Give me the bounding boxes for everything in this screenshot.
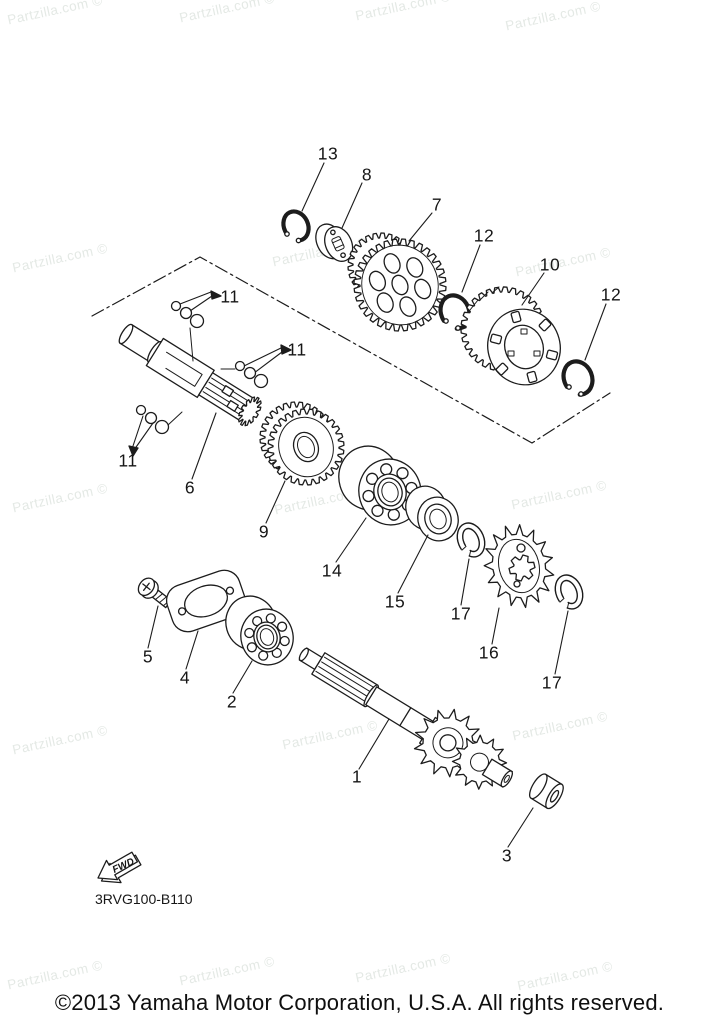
centerline [91, 256, 611, 444]
bearing-ball [380, 463, 393, 476]
part-code: 3RVG100-B110 [95, 891, 193, 907]
bearing-ball [387, 508, 400, 521]
callout-12: 12 [600, 284, 622, 305]
part-9-gear [259, 401, 345, 486]
bearing-ball [246, 642, 258, 653]
bearing-ball [396, 467, 409, 480]
bearing-ball [276, 621, 288, 632]
part-1-main-axle [298, 647, 514, 790]
callout-8: 8 [361, 164, 373, 185]
callout-9: 9 [258, 521, 270, 542]
callout-1: 1 [351, 766, 363, 787]
fwd-arrow: FWD [97, 851, 142, 884]
part-15-collar [405, 485, 459, 542]
callout-13: 13 [317, 143, 339, 164]
callout-12: 12 [473, 225, 495, 246]
part-17-lock-washer-left [456, 522, 486, 558]
bearing-ball [244, 627, 255, 639]
callout-11: 11 [220, 286, 240, 307]
callout-4: 4 [179, 667, 191, 688]
callout-16: 16 [478, 642, 500, 663]
part-11-pins-group-c [128, 404, 183, 457]
part-11-pins-group-b [220, 344, 292, 389]
callout-14: 14 [321, 560, 343, 581]
part-2-bearing [225, 595, 294, 666]
callout-2: 2 [226, 691, 238, 712]
callout-3: 3 [501, 845, 513, 866]
callout-7: 7 [431, 194, 443, 215]
part-10-clutch-hub [460, 286, 561, 386]
callout-15: 15 [384, 591, 406, 612]
callout-17: 17 [541, 672, 563, 693]
part-5-screw [137, 577, 172, 609]
part-13-circlip [281, 209, 311, 244]
part-12-circlip-right [561, 359, 595, 397]
part-11-pins-group-a [170, 290, 222, 362]
copyright-text: ©2013 Yamaha Motor Corporation, U.S.A. A… [54, 990, 665, 1015]
fwd-label: FWD [111, 856, 136, 876]
callout-10: 10 [539, 254, 561, 275]
callout-11: 11 [118, 450, 138, 471]
bearing-ball [258, 650, 269, 661]
bearing-ball [279, 635, 290, 647]
part-16-sprocket [483, 524, 555, 609]
bearing-ball [362, 489, 375, 503]
callout-6: 6 [184, 477, 196, 498]
part-8-washer [315, 223, 354, 262]
leader-lines [147, 162, 607, 848]
bearing-ball [371, 504, 384, 517]
bearing-ball [265, 613, 276, 624]
part-17-lock-washer-right [554, 574, 584, 610]
callout-5: 5 [142, 646, 154, 667]
part-7-driven-gear [347, 232, 447, 332]
part-3-bushing [528, 773, 564, 810]
callout-11: 11 [287, 339, 307, 360]
part-6-axle [118, 323, 262, 427]
callout-17: 17 [450, 603, 472, 624]
